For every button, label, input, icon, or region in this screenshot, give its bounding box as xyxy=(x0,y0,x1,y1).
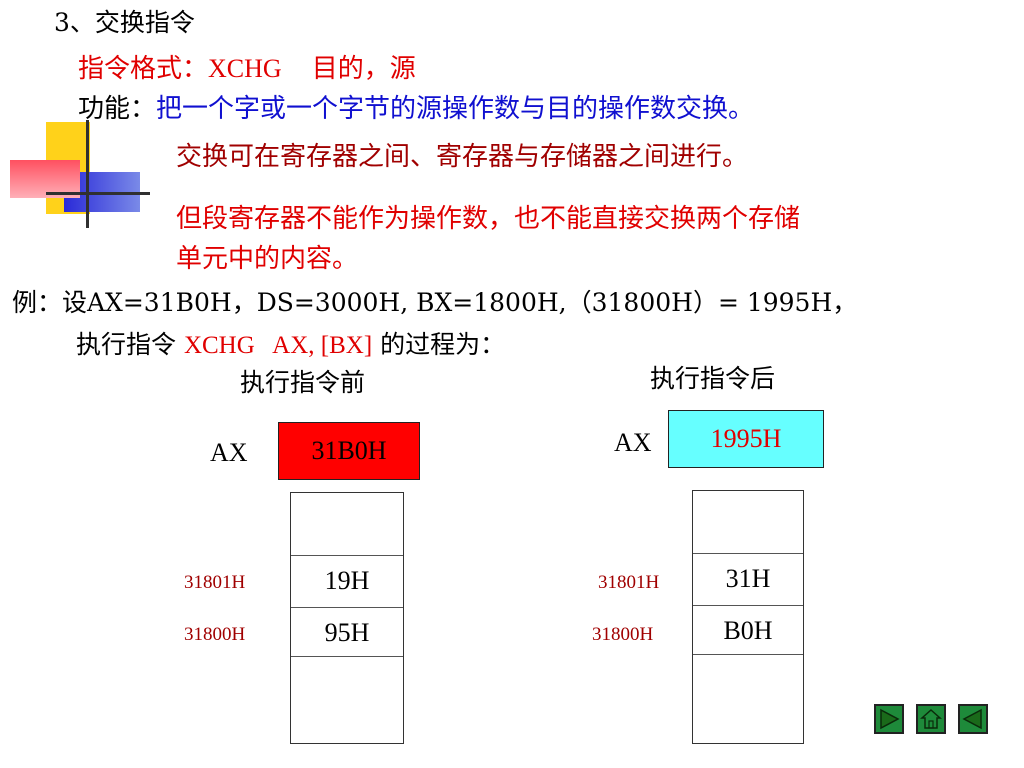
format-line: 指令格式：XCHG 目的，源 xyxy=(78,54,416,84)
note-segment-line2: 单元中的内容。 xyxy=(176,244,359,274)
after-title: 执行指令后 xyxy=(650,364,776,393)
note-registers: 交换可在寄存器之间、寄存器与存储器之间进行。 xyxy=(176,142,749,172)
after-cell-31800: B0H xyxy=(693,605,803,655)
before-cell-31801: 19H xyxy=(291,555,403,608)
before-addr-31800: 31800H xyxy=(184,624,246,645)
before-ax-register: 31B0H xyxy=(278,422,420,480)
format-label: 指令格式： xyxy=(78,54,209,84)
corner-decoration xyxy=(10,120,150,230)
after-ax-value: 1995H xyxy=(710,424,782,453)
after-addr-31801: 31801H xyxy=(598,572,660,593)
example-instruction: XCHG AX, [BX] xyxy=(183,332,373,359)
after-ax-register: 1995H xyxy=(668,410,824,468)
before-ax-value: 31B0H xyxy=(311,436,387,465)
before-ax-label: AX xyxy=(210,438,248,467)
before-cell-31800: 95H xyxy=(291,607,403,657)
after-cell-31800-value: B0H xyxy=(723,616,773,645)
next-slide-button[interactable] xyxy=(874,704,904,734)
function-text: 把一个字或一个字节的源操作数与目的操作数交换。 xyxy=(156,94,755,124)
before-cell-31801-value: 19H xyxy=(324,566,370,595)
next-icon xyxy=(880,708,900,730)
format-mnemonic: XCHG xyxy=(208,54,282,83)
before-memory-block: 19H 95H xyxy=(290,492,404,744)
function-line: 功能：把一个字或一个字节的源操作数与目的操作数交换。 xyxy=(78,94,754,124)
format-operands: 目的，源 xyxy=(311,54,416,84)
after-addr-31800: 31800H xyxy=(592,624,654,645)
home-icon xyxy=(920,708,942,729)
function-label: 功能： xyxy=(78,94,157,124)
example-line2: 执行指令 XCHG AX, [BX] 的过程为： xyxy=(76,330,505,361)
after-cell-31801-value: 31H xyxy=(725,564,771,593)
previous-icon xyxy=(962,708,982,730)
section-heading: 3、交换指令 xyxy=(54,8,195,37)
previous-slide-button[interactable] xyxy=(958,704,988,734)
before-addr-31801: 31801H xyxy=(184,572,246,593)
after-ax-label: AX xyxy=(614,428,652,457)
after-memory-block: 31H B0H xyxy=(692,490,804,744)
before-title: 执行指令前 xyxy=(240,368,366,397)
example-suffix: 的过程为： xyxy=(372,330,506,359)
note-segment-line1: 但段寄存器不能作为操作数，也不能直接交换两个存储 xyxy=(176,204,801,234)
example-prefix: 执行指令 xyxy=(76,330,184,359)
home-button[interactable] xyxy=(916,704,946,734)
before-cell-31800-value: 95H xyxy=(324,618,370,647)
example-line1: 例：设AX=31B0H，DS=3000H, BX=1800H,（31800H）=… xyxy=(12,288,858,317)
after-cell-31801: 31H xyxy=(693,553,803,606)
